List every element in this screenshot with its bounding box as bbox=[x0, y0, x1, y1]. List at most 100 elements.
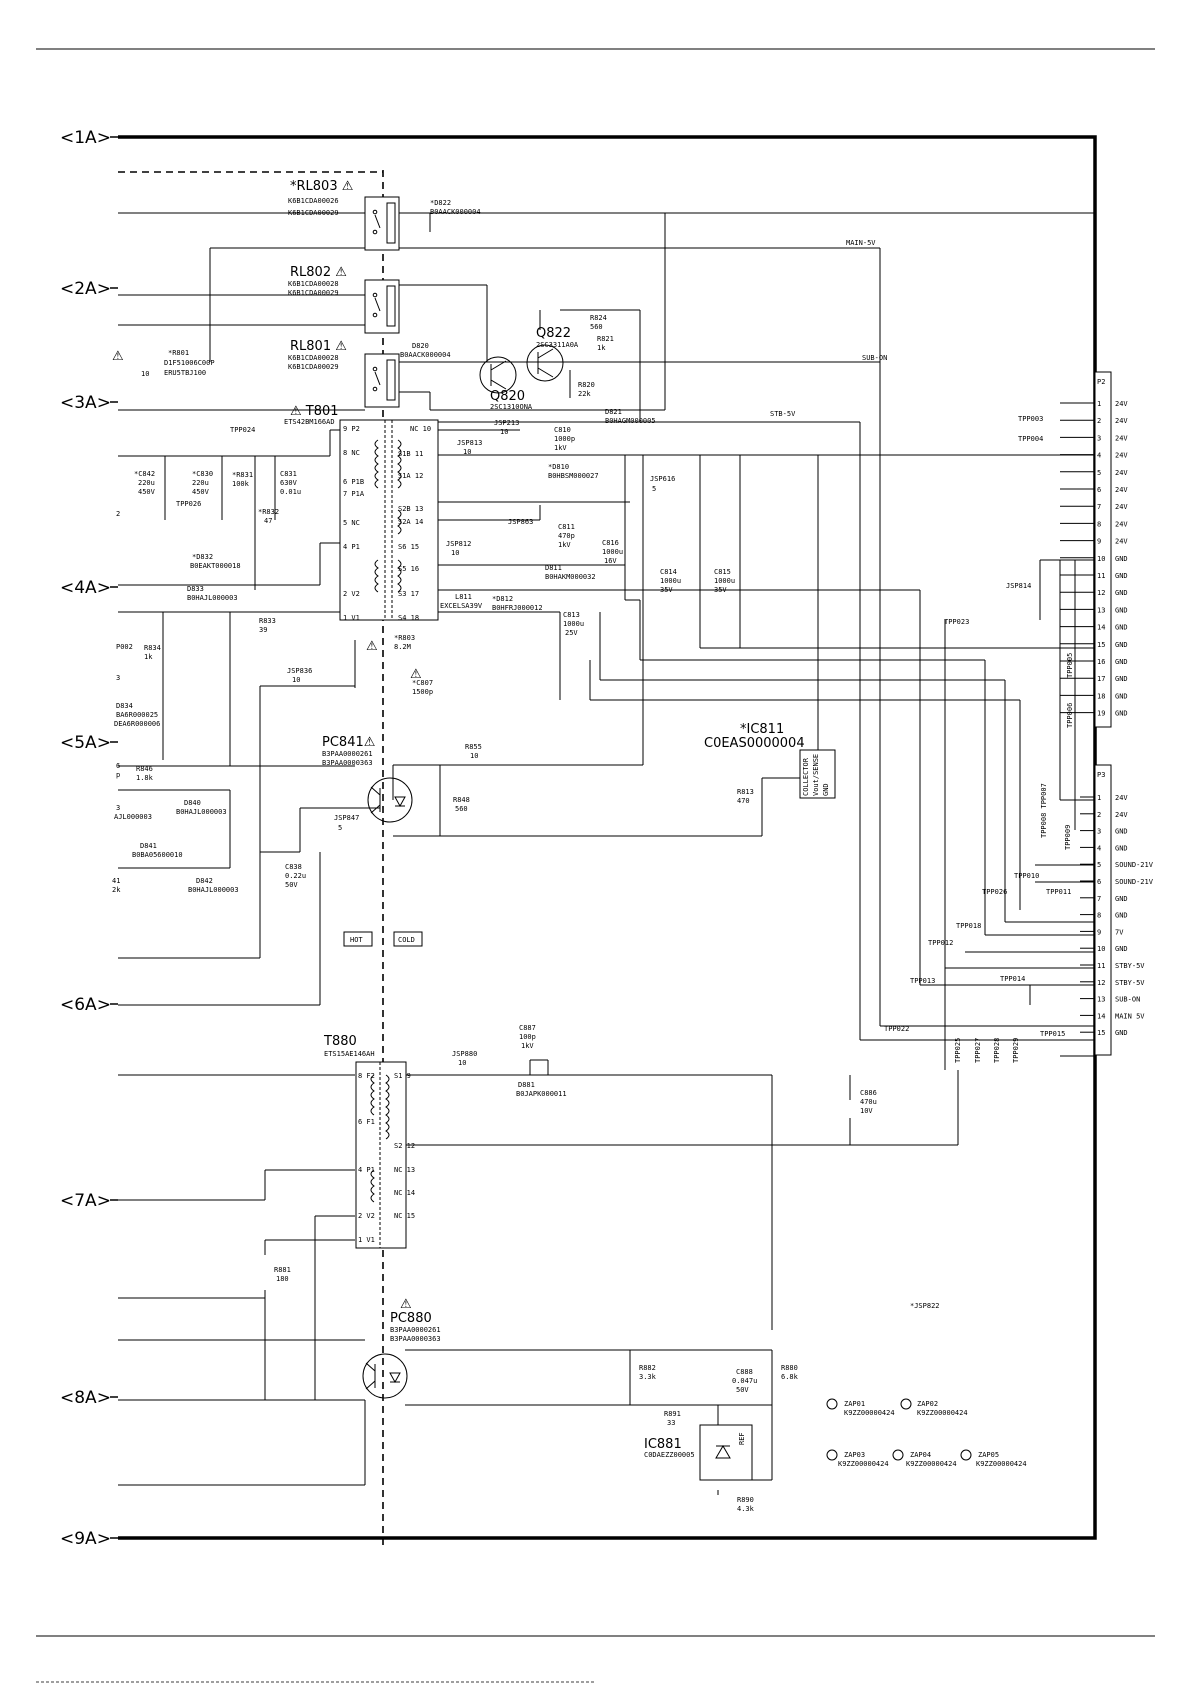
p2-pin-label: GND bbox=[1115, 624, 1128, 632]
component-label: TPP010 bbox=[1014, 872, 1039, 880]
port-labels: <1A><2A><3A><4A><5A><6A><7A><8A><9A> bbox=[60, 128, 118, 1549]
t801-pin-label: S1A 12 bbox=[398, 472, 423, 480]
port-label: <3A> bbox=[60, 393, 111, 413]
t801-ref: ⚠ T801 bbox=[290, 404, 339, 419]
p2-pin-number: 13 bbox=[1097, 606, 1105, 614]
p3-pin-label: GND bbox=[1115, 844, 1128, 852]
pc841-ref: PC841⚠ bbox=[322, 735, 375, 750]
t801-pin-label: S3 17 bbox=[398, 590, 419, 598]
rl803-part2: K6B1CDA00029 bbox=[288, 209, 339, 217]
rl803-part1: K6B1CDA00026 bbox=[288, 197, 339, 205]
testpoint-label: TPP025 bbox=[954, 1038, 962, 1063]
p2-pin-number: 15 bbox=[1097, 641, 1105, 649]
component-label: 180 bbox=[276, 1275, 289, 1283]
component-label: 39 bbox=[259, 626, 267, 634]
component-label: 2 bbox=[116, 510, 120, 518]
component-label: 5 bbox=[338, 824, 342, 832]
transistor-q820 bbox=[479, 356, 517, 394]
t880-pin-label: 8 F2 bbox=[358, 1072, 375, 1080]
ic811-ref: *IC811 bbox=[740, 722, 784, 737]
t801-pin-label: 6 P1B bbox=[343, 478, 364, 486]
component-label: 2k bbox=[112, 886, 121, 894]
component-label: B0AACK000004 bbox=[430, 208, 481, 216]
component-label: 470 bbox=[737, 797, 750, 805]
t801-part: ETS42BM166AD bbox=[284, 418, 335, 426]
component-label: JSP814 bbox=[1006, 582, 1031, 590]
component-label: 10 bbox=[141, 370, 149, 378]
p2-pin-number: 3 bbox=[1097, 434, 1101, 442]
t801-pin-label: S2A 14 bbox=[398, 518, 423, 526]
component-label: 450V bbox=[138, 488, 156, 496]
p3-pin-label: STBY-5V bbox=[1115, 962, 1145, 970]
component-label: TPP004 bbox=[1018, 435, 1043, 443]
ic811-part: C0EAS0000004 bbox=[704, 736, 805, 751]
component-label: TPP012 bbox=[928, 939, 953, 947]
t880-pin-label: S2 12 bbox=[394, 1142, 415, 1150]
p3-pin-label: SOUND-21V bbox=[1115, 861, 1154, 869]
component-label: C814 bbox=[660, 568, 677, 576]
component-label: C838 bbox=[285, 863, 302, 871]
relay-rl803 bbox=[364, 196, 400, 251]
component-label: R882 bbox=[639, 1364, 656, 1372]
component-label: ZAP05 bbox=[978, 1451, 999, 1459]
p2-pin-number: 12 bbox=[1097, 589, 1105, 597]
component-label: R824 bbox=[590, 314, 607, 322]
pc880-part1: B3PAA0000261 bbox=[390, 1326, 441, 1334]
component-label: 16V bbox=[604, 557, 617, 565]
component-label: C886 bbox=[860, 1089, 877, 1097]
ic-ic881 bbox=[699, 1424, 753, 1481]
p3-pin-number: 6 bbox=[1097, 878, 1101, 886]
component-label: K9ZZ00000424 bbox=[838, 1460, 889, 1468]
optocoupler-pc880 bbox=[362, 1353, 408, 1399]
component-label: *JSP822 bbox=[910, 1302, 940, 1310]
component-label: C815 bbox=[714, 568, 731, 576]
component-label: 6.8k bbox=[781, 1373, 799, 1381]
component-label: D811 bbox=[545, 564, 562, 572]
component-label: B0JAPK000011 bbox=[516, 1090, 567, 1098]
t801-pin-label: S6 15 bbox=[398, 543, 419, 551]
component-labels: *D822B0AACK000004R824560R8211kR82022kD82… bbox=[112, 199, 1071, 1513]
p2-pin-number: 4 bbox=[1097, 452, 1101, 460]
component-label: C810 bbox=[554, 426, 571, 434]
component-label: R813 bbox=[737, 788, 754, 796]
component-label: 35V bbox=[660, 586, 673, 594]
component-label: ZAP04 bbox=[910, 1451, 931, 1459]
port-label: <4A> bbox=[60, 578, 111, 598]
component-label: ERU5TBJ100 bbox=[164, 369, 206, 377]
component-label: *C842 bbox=[134, 470, 155, 478]
component-label: D834 bbox=[116, 702, 133, 710]
component-label: p bbox=[116, 771, 120, 779]
t801-pin-label: S2B 13 bbox=[398, 505, 423, 513]
component-label: D821 bbox=[605, 408, 622, 416]
component-label: B0HBSM000027 bbox=[548, 472, 599, 480]
rl801-part1: K6B1CDA00028 bbox=[288, 354, 339, 362]
component-label: 25V bbox=[565, 629, 578, 637]
t880-part: ETS15AE146AH bbox=[324, 1050, 375, 1058]
relay-rl801 bbox=[364, 353, 400, 408]
t880-pin-label: S1 9 bbox=[394, 1072, 411, 1080]
component-label: 1000u bbox=[714, 577, 735, 585]
p2-pin-label: GND bbox=[1115, 658, 1128, 666]
component-label: 3.3k bbox=[639, 1373, 657, 1381]
component-label: C811 bbox=[558, 523, 575, 531]
component-label: 0.01u bbox=[280, 488, 301, 496]
ic881-part: C0DAEZZ00005 bbox=[644, 1451, 695, 1459]
t801-pin-label: 9 P2 bbox=[343, 425, 360, 433]
component-label: 100p bbox=[519, 1033, 536, 1041]
component-label: 10V bbox=[860, 1107, 873, 1115]
component-label: TPP003 bbox=[1018, 415, 1043, 423]
p2-pin-number: 7 bbox=[1097, 503, 1101, 511]
component-label: 22k bbox=[578, 390, 591, 398]
component-label: 1k bbox=[144, 653, 153, 661]
component-label: P002 bbox=[116, 643, 133, 651]
component-label: R820 bbox=[578, 381, 595, 389]
component-label: 10 bbox=[451, 549, 459, 557]
component-label: TPP023 bbox=[944, 618, 969, 626]
p2-pin-label: GND bbox=[1115, 641, 1128, 649]
component-label: 10 bbox=[470, 752, 478, 760]
p2-pin-label: GND bbox=[1115, 589, 1128, 597]
component-label: B0HAJL000003 bbox=[188, 886, 239, 894]
zap-clips bbox=[826, 1398, 972, 1461]
transformer-t880 bbox=[355, 1061, 407, 1249]
